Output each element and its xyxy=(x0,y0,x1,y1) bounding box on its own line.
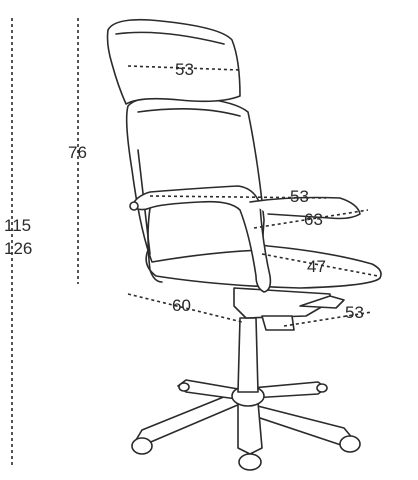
overall-height-min-label: 115 xyxy=(4,216,31,235)
gas-cylinder xyxy=(237,317,259,393)
headrest-width-label: 53 xyxy=(175,60,194,79)
back-height-label: 76 xyxy=(68,143,87,162)
overall-height-max-label: 126 xyxy=(4,239,32,258)
base-width-dimension-line xyxy=(283,311,373,327)
chair-illustration xyxy=(106,18,382,471)
seat-depth-dimension-line xyxy=(261,253,379,277)
chair-base xyxy=(131,379,361,471)
seat-mechanism xyxy=(233,287,345,331)
seat-depth-arm-label: 63 xyxy=(304,210,323,229)
seat-width-label: 53 xyxy=(290,187,309,206)
seat-width-dimension-line xyxy=(149,195,327,199)
base-depth-label: 60 xyxy=(172,296,191,315)
base-depth-dimension-line xyxy=(127,293,243,323)
seat-depth-arm-dimension-line xyxy=(253,209,369,229)
seat-depth-label: 47 xyxy=(307,257,326,276)
headrest-width-dimension-line xyxy=(127,65,241,71)
base-width-label: 53 xyxy=(345,303,364,322)
